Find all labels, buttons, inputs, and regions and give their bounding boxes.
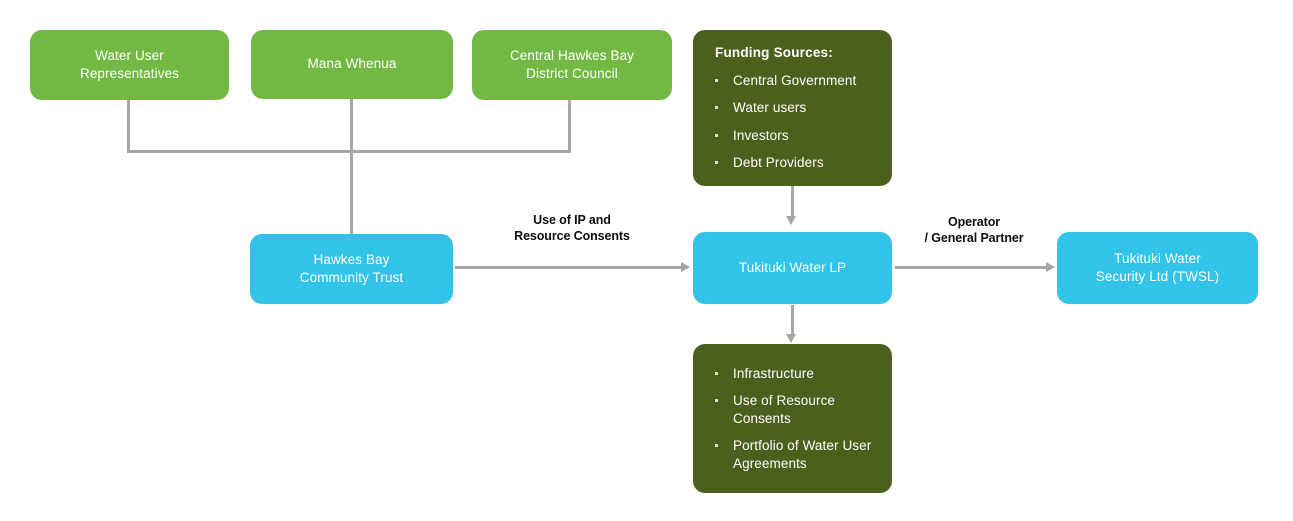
connector-funding-to-lp [791,186,794,218]
node-central-hawkes-bay-district-council-label: Central Hawkes Bay District Council [509,47,635,81]
lp-assets-list: Infrastructure Use of Resource Consents … [711,365,876,473]
node-tukituki-water-security-ltd[interactable]: Tukituki Water Security Ltd (TWSL) [1057,232,1258,304]
node-mana-whenua[interactable]: Mana Whenua [251,30,453,99]
list-item: Central Government [711,72,876,90]
arrowhead-lp-to-assets-icon [786,334,796,343]
list-item: Investors [711,127,876,145]
node-water-user-representatives[interactable]: Water User Representatives [30,30,229,100]
list-item: Use of Resource Consents [711,392,876,427]
node-hawkes-bay-community-trust[interactable]: Hawkes Bay Community Trust [250,234,453,304]
node-central-hawkes-bay-district-council[interactable]: Central Hawkes Bay District Council [472,30,672,100]
edge-label-lp-to-twsl: Operator / General Partner [924,215,1024,246]
node-tukituki-water-lp-label: Tukituki Water LP [738,259,847,275]
connector-lp-to-assets [791,305,794,336]
node-mana-whenua-label: Mana Whenua [307,56,397,72]
node-tukituki-water-security-ltd-label: Tukituki Water Security Ltd (TWSL) [1095,250,1220,284]
node-lp-assets[interactable]: Infrastructure Use of Resource Consents … [693,344,892,493]
funding-sources-list: Central Government Water users Investors… [711,72,876,172]
list-item: Infrastructure [711,365,876,383]
connector-water-user-reps-vertical [127,100,130,152]
arrowhead-lp-to-twsl-icon [1046,262,1055,272]
list-item: Debt Providers [711,154,876,172]
list-item: Water users [711,99,876,117]
connector-lp-to-twsl [895,266,1048,269]
node-funding-sources[interactable]: Funding Sources: Central Government Wate… [693,30,892,186]
connector-chb-council-vertical [568,100,571,152]
arrowhead-funding-to-lp-icon [786,216,796,225]
edge-label-trust-to-lp: Use of IP and Resource Consents [514,213,630,244]
connector-governance-bracket [127,150,571,153]
node-water-user-representatives-label: Water User Representatives [79,47,180,81]
arrowhead-trust-to-lp-icon [681,262,690,272]
funding-sources-title: Funding Sources: [715,45,833,61]
connector-trust-to-lp [455,266,683,269]
list-item: Portfolio of Water User Agreements [711,437,876,472]
node-tukituki-water-lp[interactable]: Tukituki Water LP [693,232,892,304]
connector-bracket-to-trust [350,150,353,235]
connector-mana-whenua-vertical [350,99,353,152]
node-hawkes-bay-community-trust-label: Hawkes Bay Community Trust [299,251,404,285]
